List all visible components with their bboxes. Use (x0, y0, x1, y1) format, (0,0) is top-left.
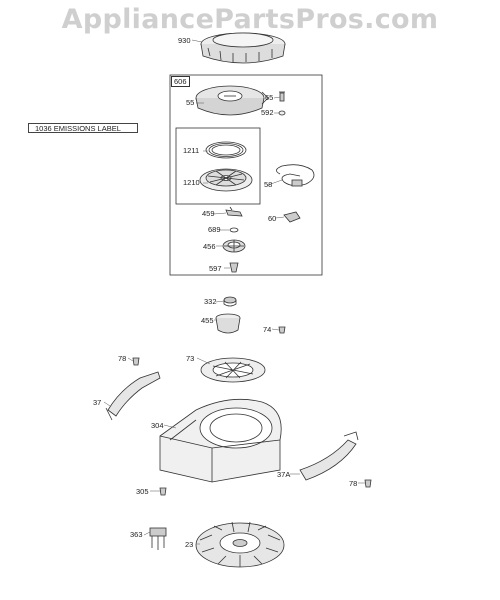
callout-55[interactable]: 55 (186, 98, 195, 107)
callout-37A[interactable]: 37A (277, 470, 291, 479)
part-304-shape (159, 398, 282, 483)
part-78a-shape (132, 357, 140, 366)
part-65-shape (279, 91, 285, 102)
emissions-label: 1036 EMISSIONS LABEL (28, 123, 138, 133)
part-363-shape (149, 527, 167, 550)
part-73-shape (200, 357, 266, 383)
callout-1210[interactable]: 1210 (183, 178, 200, 187)
callout-58[interactable]: 58 (264, 180, 273, 189)
part-456-shape (222, 239, 246, 253)
callout-459[interactable]: 459 (202, 209, 215, 218)
callout-689[interactable]: 689 (208, 225, 221, 234)
part-1210-shape (199, 168, 253, 192)
callout-456[interactable]: 456 (203, 242, 216, 251)
callout-332[interactable]: 332 (204, 297, 217, 306)
part-74-shape (278, 326, 286, 334)
leader-lines (103, 39, 365, 545)
part-37A-shape (299, 431, 359, 481)
callout-363[interactable]: 363 (130, 530, 143, 539)
callout-60[interactable]: 60 (268, 214, 277, 223)
callout-23[interactable]: 23 (185, 540, 194, 549)
callout-597[interactable]: 597 (209, 264, 222, 273)
callout-37[interactable]: 37 (93, 398, 102, 407)
group-606-label: 606 (171, 76, 190, 87)
group-frame (169, 74, 323, 276)
part-23-shape (195, 521, 285, 568)
part-37-shape (105, 371, 161, 421)
callout-592[interactable]: 592 (261, 108, 274, 117)
part-597-shape (229, 262, 239, 273)
callout-73[interactable]: 73 (186, 354, 195, 363)
callout-78-bottom[interactable]: 78 (349, 479, 358, 488)
part-689-shape (229, 227, 239, 233)
callout-1211[interactable]: 1211 (183, 146, 200, 155)
part-305-shape (159, 487, 167, 496)
part-58-shape (276, 164, 315, 187)
callout-305[interactable]: 305 (136, 487, 149, 496)
part-78b-shape (364, 479, 372, 488)
callout-304[interactable]: 304 (151, 421, 164, 430)
rope-pulley-frame (175, 127, 261, 205)
part-592-shape (278, 110, 286, 116)
callout-65[interactable]: 65 (265, 93, 274, 102)
callout-74[interactable]: 74 (263, 325, 272, 334)
part-55-shape (195, 85, 269, 116)
callout-930[interactable]: 930 (178, 36, 191, 45)
callout-455[interactable]: 455 (201, 316, 214, 325)
part-60-shape (283, 211, 301, 223)
part-332-shape (223, 296, 237, 307)
part-459-shape (225, 206, 243, 217)
part-930-shape (200, 32, 286, 64)
callout-78-top[interactable]: 78 (118, 354, 127, 363)
part-1211-shape (205, 141, 247, 159)
part-455-shape (215, 313, 241, 334)
watermark-text: AppliancePartsPros.com (61, 4, 439, 35)
